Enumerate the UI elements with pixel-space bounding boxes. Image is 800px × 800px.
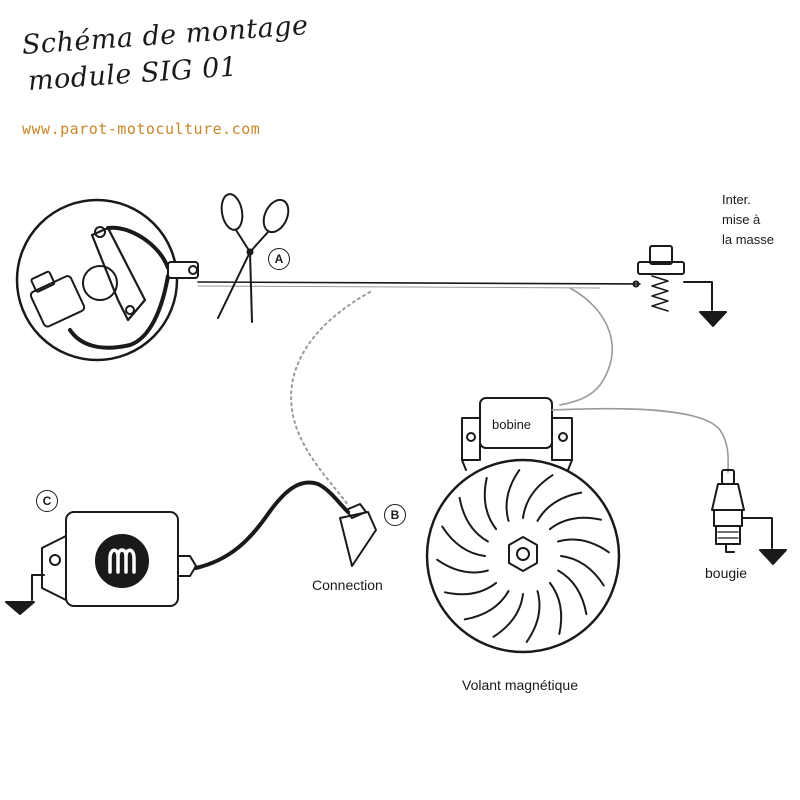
kill-switch-label-line2: mise à	[722, 212, 761, 227]
marker-c: C	[36, 490, 58, 512]
flywheel-fin	[458, 496, 489, 543]
spark-plug-label: bougie	[705, 565, 748, 581]
scissors-icon	[217, 193, 290, 323]
flywheel-fin	[536, 491, 583, 522]
connector-b	[339, 503, 377, 567]
flywheel-fin	[557, 569, 588, 616]
sig01-module	[5, 511, 197, 615]
flywheel-fin	[548, 516, 602, 531]
kill-switch-label: Inter. mise à la masse	[722, 190, 774, 250]
kill-switch	[632, 245, 727, 327]
flywheel-fin	[505, 469, 521, 522]
coil-label: bobine	[492, 417, 532, 432]
flywheel-fin	[525, 590, 541, 643]
flywheel-fin	[441, 525, 486, 557]
flywheel-fin	[548, 581, 563, 635]
marker-a: A	[268, 248, 290, 270]
contact-breaker-plate	[15, 198, 199, 362]
marker-b: B	[384, 504, 406, 526]
flywheel-fin	[560, 555, 605, 587]
main-wire	[197, 281, 641, 285]
kill-switch-label-line3: la masse	[722, 232, 775, 247]
kill-switch-label-line1: Inter.	[722, 192, 751, 207]
flywheel-fin	[557, 538, 610, 554]
flywheel-fin	[444, 581, 498, 596]
connection-label: Connection	[312, 577, 383, 593]
spark-plug	[711, 469, 787, 565]
flywheel-fin	[483, 477, 498, 531]
flywheel-fin	[463, 590, 510, 621]
flywheel-fin	[492, 593, 524, 638]
ignition-coil	[461, 397, 573, 471]
magnetic-flywheel	[425, 458, 621, 654]
flywheel-fin	[522, 474, 554, 519]
website-url[interactable]: www.parot-motoculture.com	[22, 120, 261, 138]
module-cable	[194, 480, 350, 570]
flywheel-label: Volant magnétique	[462, 677, 578, 693]
flywheel-fin	[436, 558, 489, 574]
